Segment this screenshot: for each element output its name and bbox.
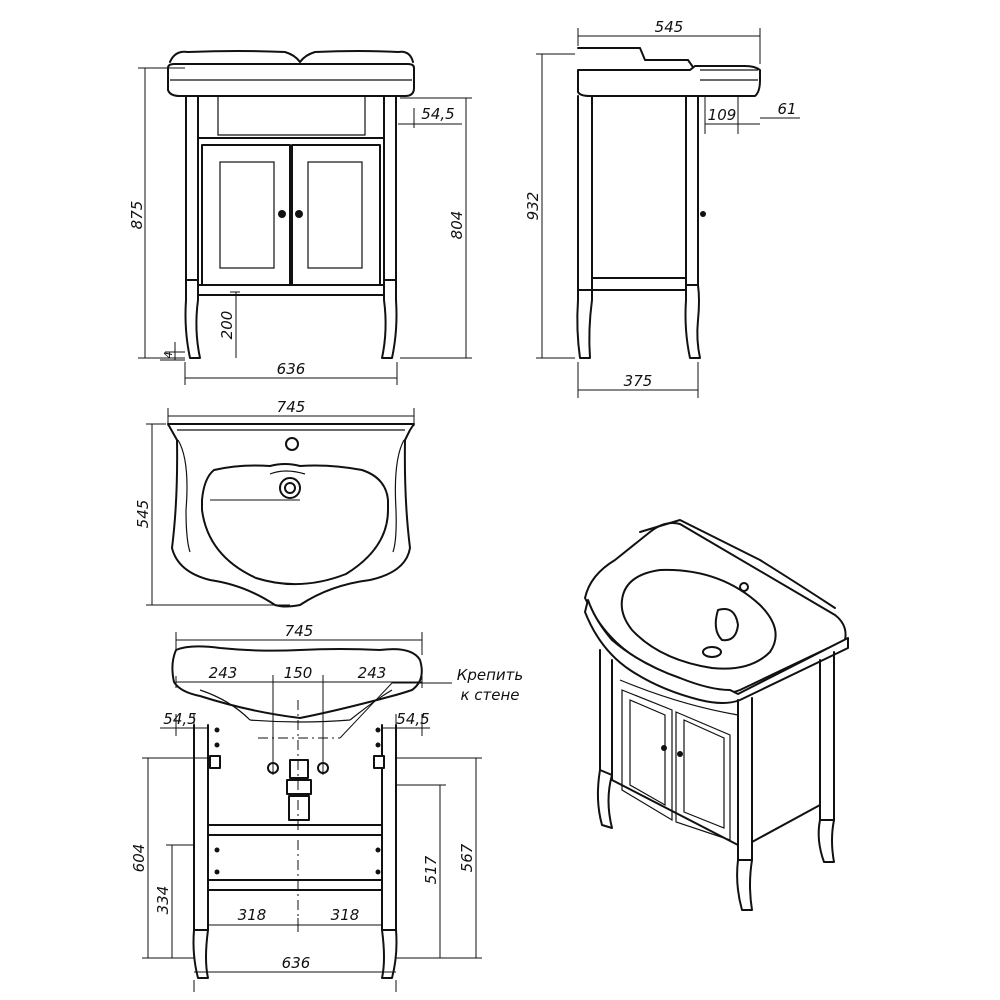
front-height-total: 875: [128, 201, 146, 230]
rear-spacing-right: 243: [358, 664, 387, 682]
top-view: 745 545: [134, 398, 415, 608]
side-depth-base: 375: [624, 372, 653, 390]
side-view: 545 932 375 109 61: [524, 18, 800, 398]
side-depth-top: 545: [655, 18, 684, 36]
front-leg-height: 200: [218, 311, 236, 340]
rear-height-334: 334: [154, 886, 172, 915]
side-height-total: 932: [524, 192, 542, 221]
side-overhang: 109: [708, 106, 737, 124]
rear-view: 745 243 150 243 54,5 54,5 604 334 517 56…: [130, 622, 523, 992]
rear-width-base: 636: [282, 954, 311, 972]
rear-offset-left: 54,5: [163, 710, 196, 728]
rear-height-567: 567: [458, 843, 476, 872]
rear-half-right: 318: [331, 906, 360, 924]
side-backsplash: 61: [777, 100, 796, 118]
top-width: 745: [277, 398, 306, 416]
front-height-frame: 804: [448, 211, 466, 240]
rear-spacing-left: 243: [209, 664, 238, 682]
front-view: 875 804 200 636 54,5 4: [128, 50, 472, 385]
top-depth: 545: [134, 500, 152, 529]
rear-width-top: 745: [285, 622, 314, 640]
front-side-offset: 54,5: [421, 105, 454, 123]
wall-mount-note-line1: Крепить: [457, 666, 524, 684]
front-floor-offset: 4: [162, 352, 175, 359]
wall-mount-note-line2: к стене: [460, 686, 519, 704]
isometric-view: [584, 519, 849, 911]
rear-spacing-center: 150: [284, 664, 313, 682]
rear-height-517: 517: [422, 855, 440, 884]
rear-offset-right: 54,5: [396, 710, 429, 728]
rear-height-604: 604: [130, 844, 148, 873]
rear-half-left: 318: [238, 906, 267, 924]
front-width: 636: [277, 360, 306, 378]
